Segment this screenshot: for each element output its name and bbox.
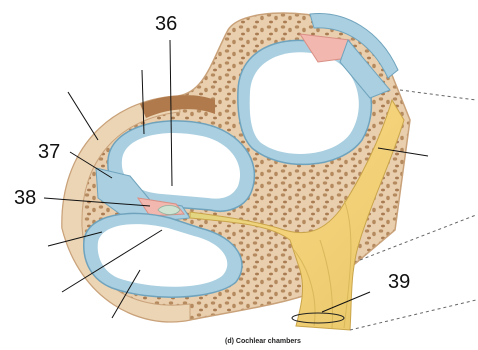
figure-caption: (d) Cochlear chambers <box>225 338 301 345</box>
label-36: 36 <box>155 13 177 35</box>
label-39: 39 <box>388 271 410 293</box>
label-37: 37 <box>38 141 60 163</box>
label-38: 38 <box>14 187 36 209</box>
